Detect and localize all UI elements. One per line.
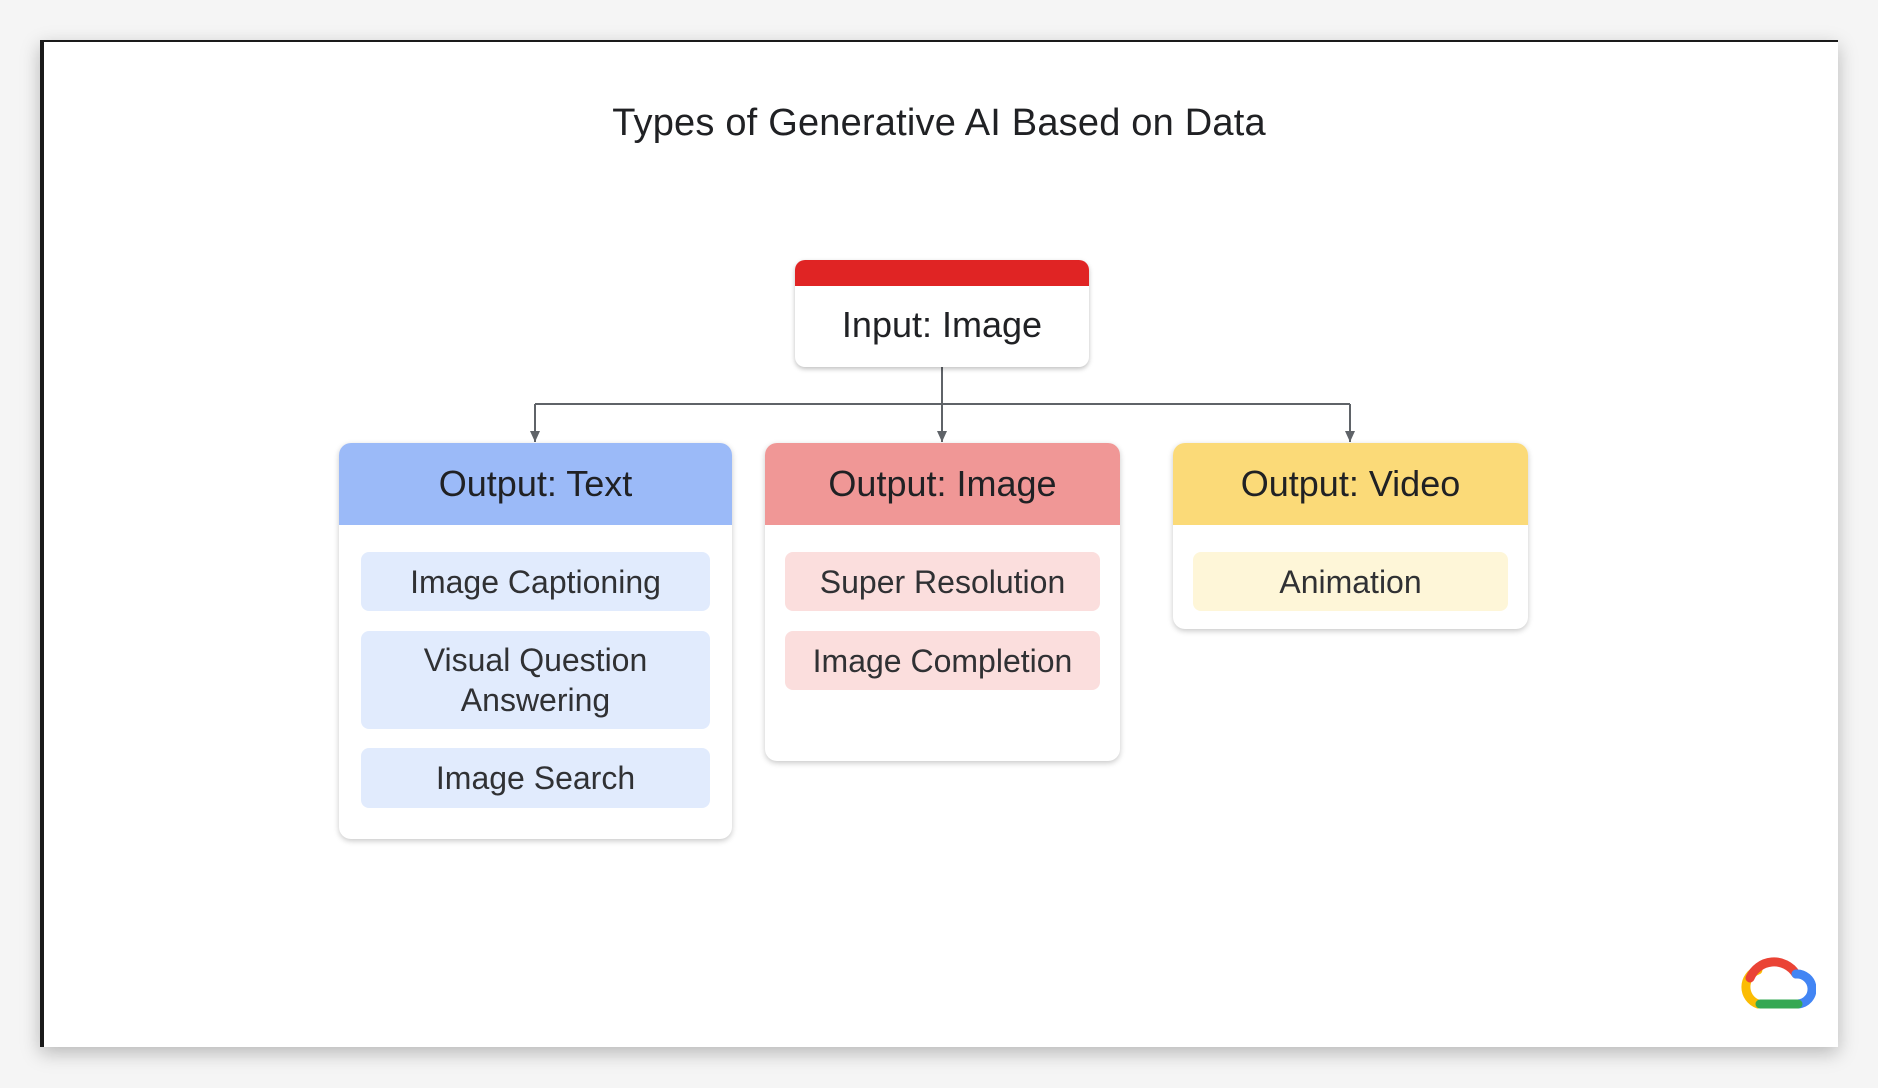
google-cloud-logo-icon xyxy=(1741,957,1816,1009)
arrowhead-output-image xyxy=(937,431,947,442)
output-item-image-completion: Image Completion xyxy=(785,631,1100,690)
output-item-animation: Animation xyxy=(1193,552,1508,611)
input-node-label: Input: Image xyxy=(841,304,1043,345)
arrowhead-output-text xyxy=(530,431,540,442)
output-group-text: Output: Text Image Captioning Visual Que… xyxy=(339,443,732,839)
output-group-video: Output: Video Animation xyxy=(1173,443,1528,629)
output-group-text-header: Output: Text xyxy=(339,443,732,525)
output-item-image-search: Image Search xyxy=(361,748,710,808)
output-item-visual-question-answering: Visual Question Answering xyxy=(361,631,710,729)
input-node-accent-bar xyxy=(795,260,1089,286)
output-item-image-captioning: Image Captioning xyxy=(361,552,710,611)
slide-title: Types of Generative AI Based on Data xyxy=(612,102,1266,144)
arrowhead-output-video xyxy=(1345,431,1355,442)
output-item-super-resolution: Super Resolution xyxy=(785,552,1100,611)
output-group-image-header: Output: Image xyxy=(765,443,1120,525)
input-node: Input: Image xyxy=(795,260,1089,367)
output-group-video-header: Output: Video xyxy=(1173,443,1528,525)
output-group-image: Output: Image Super Resolution Image Com… xyxy=(765,443,1120,761)
